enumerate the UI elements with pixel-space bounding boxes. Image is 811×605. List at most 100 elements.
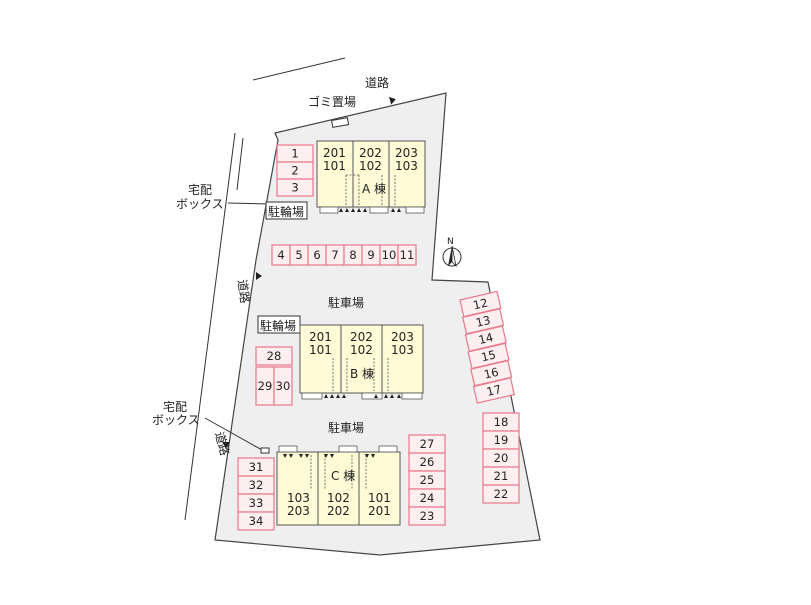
parking-slot-label: 30 xyxy=(276,379,291,393)
delivery-box-upper-leader xyxy=(227,202,269,205)
road-arrow-top xyxy=(389,96,396,105)
parking-slot-25: 25 xyxy=(408,470,446,490)
entrance-marker xyxy=(391,208,395,212)
parking-slot-20: 20 xyxy=(482,448,520,468)
entrance-marker xyxy=(289,454,293,458)
entrance-marker xyxy=(365,454,369,458)
unit-c-202: 202 xyxy=(327,504,350,518)
entrance-marker xyxy=(299,454,303,458)
bike-parking-b-label: 駐輪場 xyxy=(260,318,296,333)
unit-a-101: 101 xyxy=(323,159,346,173)
road-arrow-left-lower xyxy=(222,442,230,448)
parking-slot-label: 22 xyxy=(494,487,509,501)
entrance-marker xyxy=(390,394,394,398)
parking-slot-label: 15 xyxy=(480,347,497,364)
parking-slot-label: 3 xyxy=(291,181,298,195)
parking-slot-box xyxy=(472,377,516,404)
parking-slot-34: 34 xyxy=(237,511,275,531)
entrance-marker xyxy=(324,454,328,458)
parking-mid-label: 駐車場 xyxy=(328,295,364,310)
parking-slot-28: 28 xyxy=(255,346,293,366)
north-compass-icon xyxy=(442,245,462,268)
parking-slot-3: 3 xyxy=(276,178,314,197)
north-label: N xyxy=(447,237,454,247)
entrance-marker xyxy=(283,454,287,458)
road-label-top: 道路 xyxy=(365,75,389,90)
unit-b-103: 103 xyxy=(391,343,414,357)
parking-slot-label: 14 xyxy=(477,330,494,347)
delivery-box-lower xyxy=(260,447,270,454)
parking-slot-label: 28 xyxy=(267,349,282,363)
parking-slot-label: 20 xyxy=(494,451,509,465)
unit-b-202: 202 xyxy=(350,330,373,344)
parking-slot-label: 11 xyxy=(400,248,415,262)
unit-c-101: 101 xyxy=(368,491,391,505)
parking-slot-box xyxy=(273,366,293,406)
parking-slot-11: 11 xyxy=(397,244,417,266)
delivery-box-lower-leader xyxy=(204,417,263,451)
parking-slot-box xyxy=(276,178,314,197)
parking-slot-23: 23 xyxy=(408,506,446,526)
parking-slot-label: 5 xyxy=(295,248,302,262)
parking-slot-label: 23 xyxy=(420,509,435,523)
entrance-marker xyxy=(374,394,378,398)
parking-slot-box xyxy=(255,346,293,366)
parking-slot-31: 31 xyxy=(237,457,275,477)
garbage-label: ゴミ置場 xyxy=(308,94,356,109)
delivery-box-lower-label-2: ボックス xyxy=(152,413,200,427)
parking-slot-label: 1 xyxy=(291,147,298,161)
delivery-box-lower-label-1: 宅配 xyxy=(163,399,187,414)
parking-slot-19: 19 xyxy=(482,430,520,450)
parking-slot-6: 6 xyxy=(307,244,327,266)
entrance-marker xyxy=(330,394,334,398)
road-label-left-upper: 道路 xyxy=(235,279,253,305)
road-line-top xyxy=(252,57,346,81)
entrance-marker xyxy=(305,454,309,458)
bike-parking-a-box xyxy=(265,201,308,220)
entrance-marker xyxy=(397,394,401,398)
delivery-box-upper-label-2: ボックス xyxy=(176,197,224,211)
parking-slot-26: 26 xyxy=(408,452,446,472)
unit-a-102: 102 xyxy=(359,159,382,173)
parking-slot-2: 2 xyxy=(276,161,314,180)
parking-slot-label: 17 xyxy=(485,382,502,399)
building-a-name: A 棟 xyxy=(362,181,386,196)
parking-slot-9: 9 xyxy=(361,244,381,266)
parking-slot-label: 21 xyxy=(494,469,509,483)
parking-slot-label: 7 xyxy=(331,248,338,262)
garbage-box xyxy=(331,117,350,128)
parking-slot-label: 18 xyxy=(494,415,509,429)
unit-c-103: 103 xyxy=(287,491,310,505)
unit-c-203: 203 xyxy=(287,504,310,518)
entrance-marker xyxy=(330,454,334,458)
unit-c-201: 201 xyxy=(368,504,391,518)
parking-slot-box xyxy=(397,244,417,266)
parking-slot-label: 12 xyxy=(472,296,489,313)
parking-slot-label: 26 xyxy=(420,455,435,469)
entrance-marker xyxy=(363,208,367,212)
road-label-left-lower: 道路 xyxy=(212,430,233,457)
entrance-marker xyxy=(371,454,375,458)
parking-slot-8: 8 xyxy=(343,244,363,266)
building-b-name: B 棟 xyxy=(350,366,374,381)
parking-slot-box xyxy=(408,506,446,526)
delivery-box-upper-label-1: 宅配 xyxy=(188,182,212,197)
parking-slot-label: 6 xyxy=(313,248,320,262)
building-c-name: C 棟 xyxy=(331,468,355,483)
parking-slot-label: 24 xyxy=(420,491,435,505)
entrance-marker xyxy=(345,208,349,212)
parking-slot-label: 29 xyxy=(258,379,273,393)
parking-slot-4: 4 xyxy=(271,244,291,266)
entrance-marker xyxy=(339,208,343,212)
building-a xyxy=(316,140,426,214)
parking-slot-label: 25 xyxy=(420,473,435,487)
parking-slot-label: 34 xyxy=(249,514,264,528)
entrance-marker xyxy=(342,394,346,398)
parking-slot-24: 24 xyxy=(408,488,446,508)
unit-b-201: 201 xyxy=(309,330,332,344)
parking-slot-22: 22 xyxy=(482,484,520,504)
parking-slot-5: 5 xyxy=(289,244,309,266)
parking-slot-18: 18 xyxy=(482,412,520,432)
parking-slot-29: 29 xyxy=(255,366,275,406)
